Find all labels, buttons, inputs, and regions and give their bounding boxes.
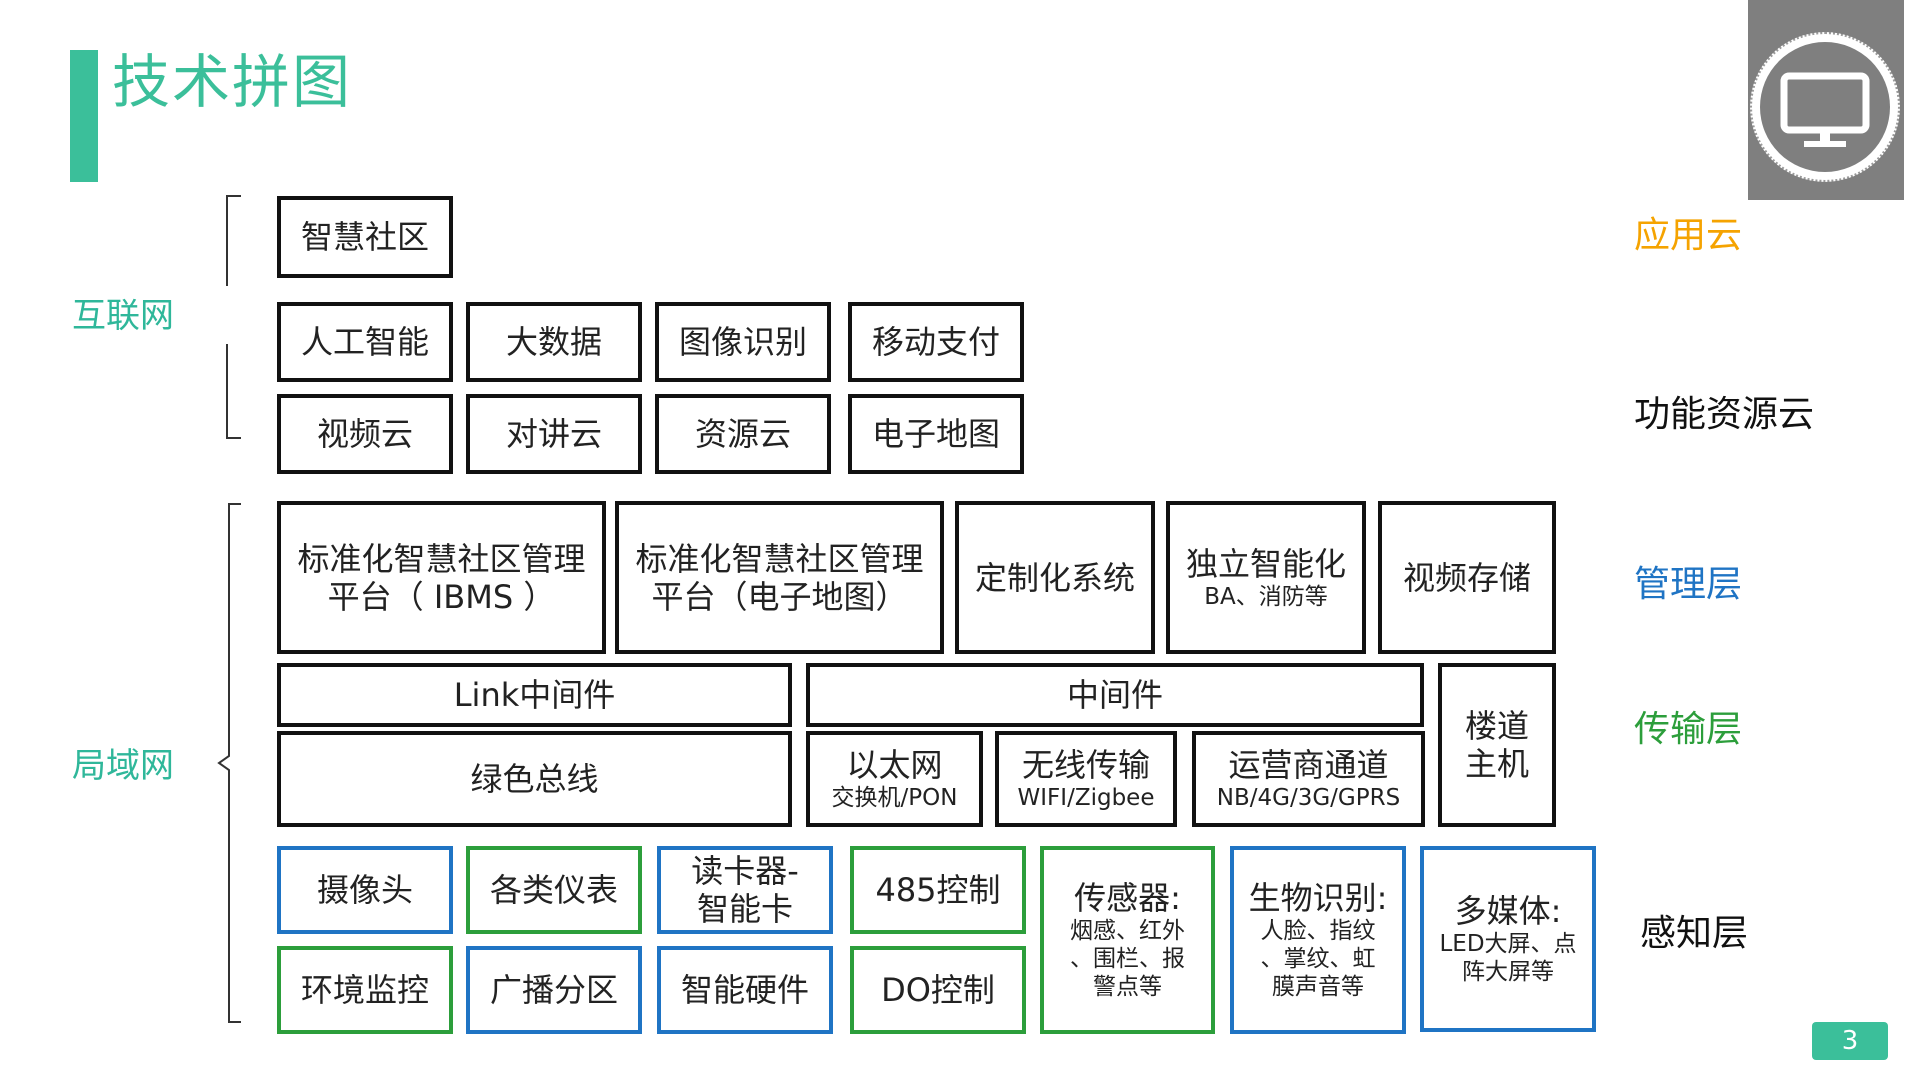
box-middleware: 中间件 bbox=[806, 663, 1424, 727]
box-camera-label: 摄像头 bbox=[316, 871, 413, 909]
box-custom-system-label: 定制化系统 bbox=[974, 558, 1135, 597]
box-e-map: 电子地图 bbox=[848, 394, 1024, 474]
page-number-badge: 3 bbox=[1812, 1022, 1888, 1060]
title-accent-bar bbox=[70, 50, 98, 182]
box-multimedia: 多媒体: LED大屏、点 阵大屏等 bbox=[1420, 846, 1596, 1032]
box-multimedia-sub: LED大屏、点 阵大屏等 bbox=[1439, 931, 1577, 985]
box-sensor-sub: 烟感、红外 、围栏、报 警点等 bbox=[1070, 918, 1185, 1000]
box-wireless-label: 无线传输 bbox=[1021, 746, 1150, 784]
box-smart-hardware-label: 智能硬件 bbox=[680, 971, 809, 1009]
box-ai-label: 人工智能 bbox=[300, 323, 429, 361]
box-video-cloud-label: 视频云 bbox=[316, 415, 413, 453]
box-env-monitor-label: 环境监控 bbox=[300, 971, 429, 1009]
box-wireless: 无线传输 WIFI/Zigbee bbox=[995, 731, 1177, 827]
box-video-storage: 视频存储 bbox=[1378, 501, 1556, 654]
box-floor-host: 楼道 主机 bbox=[1438, 663, 1556, 827]
box-link-middleware: Link中间件 bbox=[277, 663, 792, 727]
layer-label-trans: 传输层 bbox=[1634, 709, 1743, 750]
layer-label-app-cloud: 应用云 bbox=[1634, 215, 1743, 256]
box-mobile-payment-label: 移动支付 bbox=[871, 323, 1000, 361]
box-custom-system: 定制化系统 bbox=[955, 501, 1155, 654]
box-broadcast-zone-label: 广播分区 bbox=[489, 971, 618, 1009]
box-green-bus: 绿色总线 bbox=[277, 731, 792, 827]
zone-label-internet: 互联网 bbox=[72, 296, 174, 336]
box-video-cloud: 视频云 bbox=[277, 394, 453, 474]
box-carrier-channel-label: 运营商通道 bbox=[1228, 746, 1389, 784]
box-floor-host-label: 楼道 主机 bbox=[1464, 707, 1529, 783]
box-carrier-channel-sub: NB/4G/3G/GPRS bbox=[1216, 785, 1401, 811]
box-link-middleware-label: Link中间件 bbox=[453, 676, 616, 714]
box-485-control: 485控制 bbox=[850, 846, 1026, 934]
internet-brace bbox=[226, 195, 241, 439]
box-ethernet-sub: 交换机/PON bbox=[831, 785, 958, 811]
box-e-map-platform: 标准化智慧社区管理 平台（电子地图） bbox=[615, 501, 944, 654]
box-sensor: 传感器: 烟感、红外 、围栏、报 警点等 bbox=[1040, 846, 1215, 1034]
box-env-monitor: 环境监控 bbox=[277, 946, 453, 1034]
box-wireless-sub: WIFI/Zigbee bbox=[1017, 785, 1155, 811]
box-485-control-label: 485控制 bbox=[875, 871, 1001, 909]
box-carrier-channel: 运营商通道 NB/4G/3G/GPRS bbox=[1192, 731, 1425, 827]
box-smart-community-label: 智慧社区 bbox=[300, 218, 429, 256]
box-biometric-label: 生物识别: bbox=[1248, 879, 1388, 917]
layer-label-perception: 感知层 bbox=[1640, 913, 1749, 954]
box-do-control-label: DO控制 bbox=[881, 971, 995, 1009]
box-resource-cloud-label: 资源云 bbox=[694, 415, 791, 453]
box-meters: 各类仪表 bbox=[466, 846, 642, 934]
box-resource-cloud: 资源云 bbox=[655, 394, 831, 474]
box-intercom-cloud-label: 对讲云 bbox=[505, 415, 602, 453]
box-smart-community: 智慧社区 bbox=[277, 196, 453, 278]
box-biometric-sub: 人脸、指纹 、掌纹、虹 膜声音等 bbox=[1260, 918, 1376, 1000]
box-e-map-label: 电子地图 bbox=[871, 415, 1000, 453]
lan-brace bbox=[217, 503, 241, 1023]
box-sensor-label: 传感器: bbox=[1074, 879, 1181, 917]
box-smart-hardware: 智能硬件 bbox=[657, 946, 833, 1034]
box-video-storage-label: 视频存储 bbox=[1402, 558, 1531, 597]
box-ethernet-label: 以太网 bbox=[846, 746, 943, 784]
box-independent-intelligence: 独立智能化 BA、消防等 bbox=[1166, 501, 1366, 654]
box-ibms-platform-label: 标准化智慧社区管理 平台（ IBMS ） bbox=[297, 539, 586, 616]
page-title: 技术拼图 bbox=[112, 48, 353, 116]
box-big-data-label: 大数据 bbox=[505, 323, 602, 361]
box-do-control: DO控制 bbox=[850, 946, 1026, 1034]
box-e-map-platform-label: 标准化智慧社区管理 平台（电子地图） bbox=[635, 539, 924, 616]
box-card-reader: 读卡器- 智能卡 bbox=[657, 846, 833, 934]
box-multimedia-label: 多媒体: bbox=[1454, 892, 1562, 930]
box-image-recognition: 图像识别 bbox=[655, 302, 831, 382]
box-ai: 人工智能 bbox=[277, 302, 453, 382]
box-independent-intelligence-sub: BA、消防等 bbox=[1204, 583, 1328, 610]
box-green-bus-label: 绿色总线 bbox=[470, 760, 599, 798]
box-mobile-payment: 移动支付 bbox=[848, 302, 1024, 382]
monitor-icon bbox=[1760, 42, 1890, 172]
box-camera: 摄像头 bbox=[277, 846, 453, 934]
box-independent-intelligence-label: 独立智能化 bbox=[1185, 544, 1346, 583]
layer-label-mgmt: 管理层 bbox=[1634, 564, 1743, 605]
zone-label-lan: 局域网 bbox=[72, 746, 174, 786]
box-broadcast-zone: 广播分区 bbox=[466, 946, 642, 1034]
box-intercom-cloud: 对讲云 bbox=[466, 394, 642, 474]
box-image-recognition-label: 图像识别 bbox=[678, 323, 807, 361]
box-big-data: 大数据 bbox=[466, 302, 642, 382]
box-ethernet: 以太网 交换机/PON bbox=[806, 731, 983, 827]
layer-label-func-cloud: 功能资源云 bbox=[1634, 394, 1815, 435]
box-card-reader-label: 读卡器- 智能卡 bbox=[691, 852, 799, 928]
box-middleware-label: 中间件 bbox=[1066, 676, 1163, 714]
box-meters-label: 各类仪表 bbox=[489, 871, 618, 909]
box-ibms-platform: 标准化智慧社区管理 平台（ IBMS ） bbox=[277, 501, 606, 654]
box-biometric: 生物识别: 人脸、指纹 、掌纹、虹 膜声音等 bbox=[1230, 846, 1406, 1034]
